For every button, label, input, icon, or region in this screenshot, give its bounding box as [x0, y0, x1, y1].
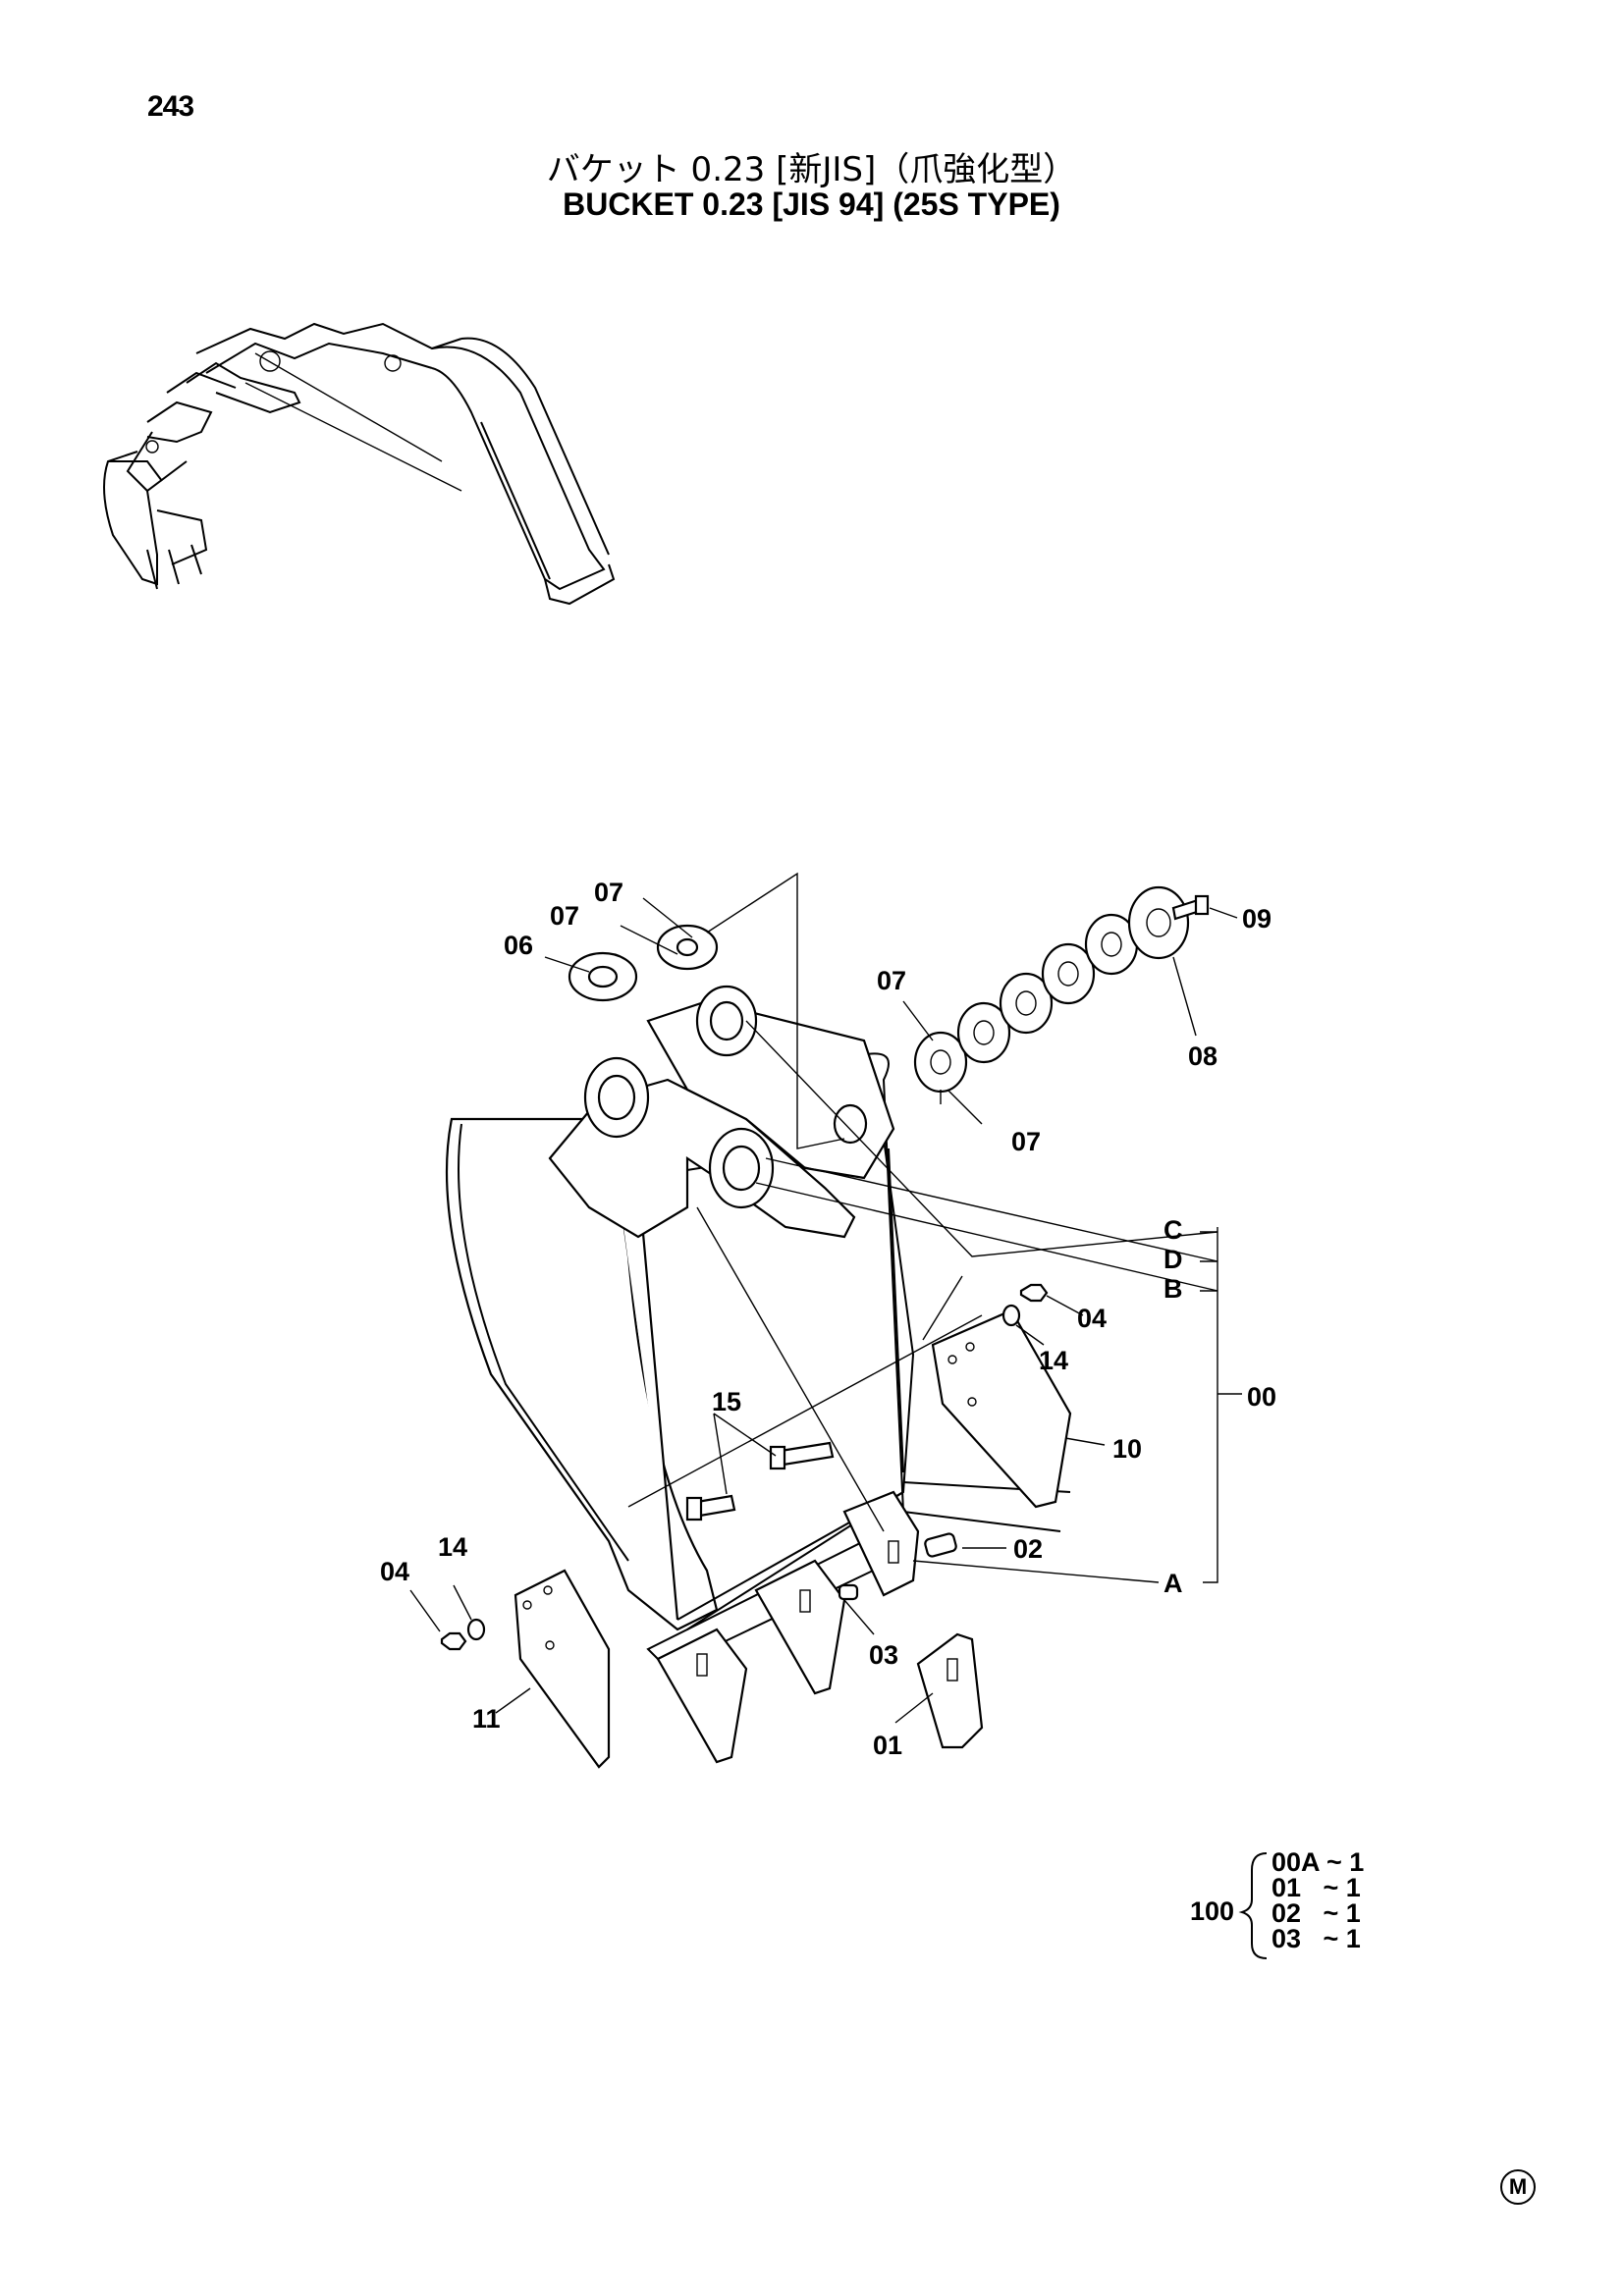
callout-02: 02 [1013, 1534, 1043, 1564]
kit-row: 01 ~ 1 [1271, 1873, 1361, 1902]
callout-07: 07 [1011, 1127, 1041, 1156]
kit-row: 03 ~ 1 [1271, 1924, 1361, 1953]
callout-07: 07 [550, 901, 579, 931]
callout-14: 14 [1039, 1346, 1068, 1375]
callout-11: 11 [472, 1704, 501, 1734]
callout-A: A [1163, 1569, 1183, 1598]
kit-row: 02 ~ 1 [1271, 1898, 1361, 1928]
title-english: BUCKET 0.23 [JIS 94] (25S TYPE) [563, 187, 1060, 222]
callout-10: 10 [1112, 1434, 1142, 1464]
kit-number: 100 [1190, 1896, 1235, 1926]
callout-labels: 07 07 06 07 07 09 08 C D B 04 14 00 15 1… [380, 878, 1276, 1760]
bucket-illustration [409, 872, 1242, 1769]
callout-07: 07 [877, 966, 906, 995]
title-japanese: バケット 0.23 [新JIS]（爪強化型） [546, 150, 1077, 189]
excavator-overview-illustration [103, 322, 616, 606]
callout-06: 06 [504, 931, 533, 960]
callout-04: 04 [1077, 1304, 1107, 1333]
circled-m-mark: M [1500, 2169, 1536, 2205]
kit-bracket [1238, 1852, 1268, 1959]
callout-04: 04 [380, 1557, 409, 1586]
callout-00: 00 [1247, 1382, 1276, 1412]
callout-08: 08 [1188, 1041, 1217, 1071]
callout-B: B [1163, 1274, 1183, 1304]
callout-07: 07 [594, 878, 623, 907]
kit-row: 00A ~ 1 [1271, 1847, 1365, 1877]
callout-09: 09 [1242, 904, 1271, 934]
callout-03: 03 [869, 1640, 898, 1670]
callout-14: 14 [438, 1532, 467, 1562]
callout-D: D [1163, 1245, 1183, 1274]
callout-C: C [1163, 1215, 1183, 1245]
callout-01: 01 [873, 1731, 902, 1760]
callout-15: 15 [712, 1387, 741, 1416]
page-number: 243 [147, 90, 194, 123]
